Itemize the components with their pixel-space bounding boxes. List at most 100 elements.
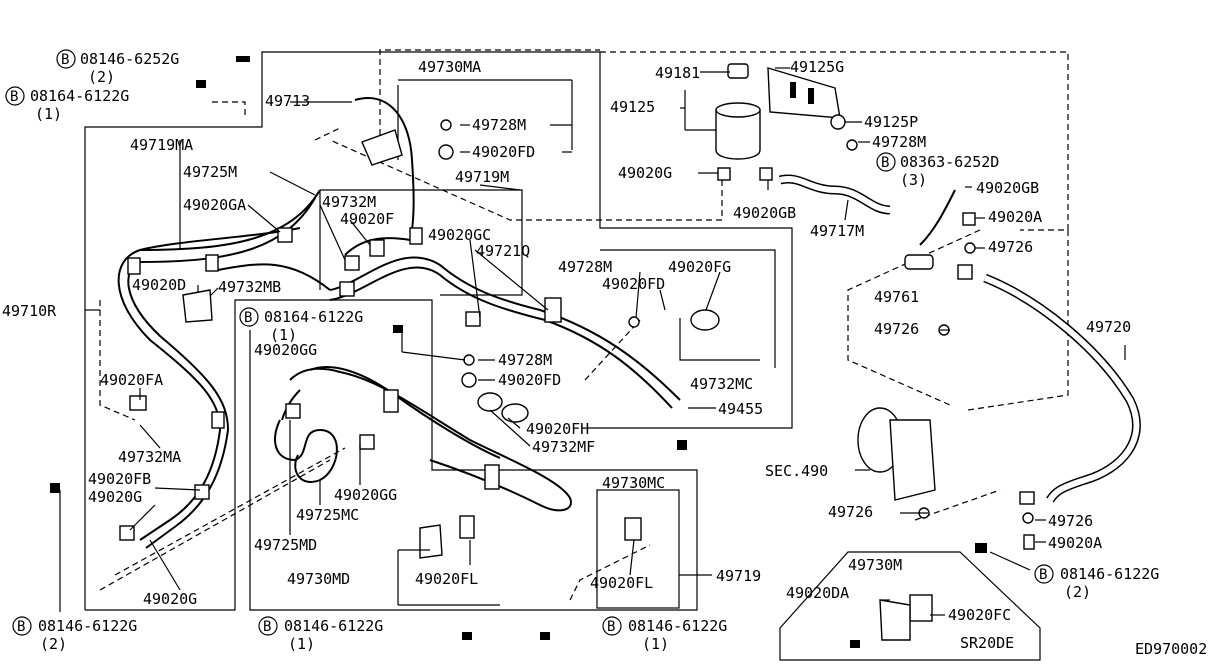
part-label: 49020G: [143, 590, 197, 608]
reservoir-top-icon: [715, 102, 761, 118]
dash-route-10: [584, 319, 641, 381]
dash-route-3: [212, 101, 246, 115]
bolt-part-number: 08164-6122G: [30, 87, 129, 105]
bolt-icon: [462, 632, 472, 640]
b-marker: B: [61, 52, 69, 68]
part-label: 49020GG: [254, 341, 317, 359]
clamp-icon: [383, 389, 399, 413]
washer-icon: [846, 139, 858, 151]
part-label: 49020FL: [590, 574, 653, 592]
dash-route-8: [99, 459, 331, 591]
engine-variant: SR20DE: [960, 634, 1014, 652]
pipe-clip-icon: [409, 227, 423, 245]
b-marker: B: [1039, 567, 1047, 583]
part-label: 49020FD: [602, 275, 665, 293]
part-label: 49732MB: [218, 278, 281, 296]
part-label: 49728M: [558, 258, 612, 276]
part-label: 49719M: [455, 168, 509, 186]
grommet-icon: [461, 372, 477, 388]
bolt-part-number: 08146-6122G: [628, 617, 727, 635]
pipe-49713: [354, 97, 415, 241]
part-label: 49020GA: [183, 196, 246, 214]
bolt-callouts: B 08146-6252G (2) B 08164-6122G (1) B 08…: [5, 49, 1159, 653]
part-label: 49020FG: [668, 258, 731, 276]
dash-route-2: [314, 127, 341, 141]
clamp-icon: [544, 297, 562, 323]
part-label: 49719MA: [130, 136, 193, 154]
hose-clamp-icon: [285, 403, 301, 419]
bracket-slot-icon: [790, 82, 796, 98]
part-label: 49726: [1048, 512, 1093, 530]
bolt-qty: (2): [1064, 583, 1091, 601]
part-label: 49728M: [872, 133, 926, 151]
frame-lines: [84, 49, 1069, 661]
pipe-clip-icon: [205, 254, 219, 272]
part-label: 49020GC: [428, 226, 491, 244]
bolt-icon: [677, 440, 687, 450]
bracket-49020d-icon: [182, 289, 213, 323]
b-marker-icon: [602, 616, 622, 636]
bolt-icon: [393, 325, 403, 333]
lower-frame: [85, 299, 698, 611]
grommet-icon: [438, 144, 454, 160]
fg-inner: [679, 318, 760, 361]
washer-icon: [1022, 512, 1034, 524]
washer-icon: [440, 119, 452, 131]
part-label: 49020GB: [976, 179, 1039, 197]
part-label: 49020FD: [498, 371, 561, 389]
part-label: 49125G: [790, 58, 844, 76]
pipe-left-loop-a: [117, 189, 321, 541]
diagram-code: ED970002: [1135, 640, 1207, 658]
part-label: 49730MD: [287, 570, 350, 588]
rubber-clamp-icon: [501, 403, 529, 423]
part-label: 49721Q: [476, 242, 530, 260]
leaders: [59, 67, 1126, 616]
pipe-upper-a: [139, 227, 301, 251]
pipe-mid-a: [329, 256, 681, 401]
b-marker: B: [244, 310, 252, 326]
b-marker-icon: [56, 49, 76, 69]
bolt-part-number: 08146-6122G: [38, 617, 137, 635]
hose-clamp-icon: [759, 167, 773, 181]
part-label: 49020GG: [334, 486, 397, 504]
clip-icon: [129, 395, 147, 411]
part-label: 49732MF: [532, 438, 595, 456]
part-label: 49730MA: [418, 58, 481, 76]
pipe-left-loop-b: [127, 197, 316, 549]
hose-clamp-icon: [277, 227, 293, 243]
part-label: 49728M: [498, 351, 552, 369]
part-label: 49726: [988, 238, 1033, 256]
pipe-lower-a: [289, 367, 572, 512]
reservoir-tank-icon: [715, 109, 761, 160]
hose-49717m-inner: [779, 176, 891, 213]
part-label: 49020G: [88, 488, 142, 506]
bolt-part-number: 08363-6252D: [900, 153, 999, 171]
pipe-upper-b: [217, 263, 331, 291]
union-icon: [957, 264, 973, 280]
part-label: 49728M: [472, 116, 526, 134]
pipe-clip-icon: [369, 239, 385, 257]
reservoir-dash-frame: [600, 51, 1069, 231]
bolt-qty: (3): [900, 171, 927, 189]
clamp-49020fc-icon: [909, 594, 933, 622]
pressure-switch-icon: [904, 254, 934, 270]
bracket-49730md-icon: [419, 524, 443, 559]
part-label: 49455: [718, 400, 763, 418]
part-label: 49732M: [322, 193, 376, 211]
part-label: 49020FA: [100, 371, 163, 389]
bracket-49730ma-icon: [361, 129, 403, 166]
b-marker: B: [881, 155, 889, 171]
union-bolt-icon: [1023, 534, 1035, 550]
bolt-qty: (1): [288, 635, 315, 653]
b-marker: B: [607, 619, 615, 635]
washer-icon: [463, 354, 475, 366]
part-label: 49713: [265, 92, 310, 110]
hose-clamp-icon: [194, 484, 210, 500]
part-label: 49020FH: [526, 420, 589, 438]
washer-icon: [964, 242, 976, 254]
part-label: 49732MC: [690, 375, 753, 393]
bracket-49730m-icon: [879, 599, 911, 641]
rubber-clamp-icon: [477, 392, 503, 412]
